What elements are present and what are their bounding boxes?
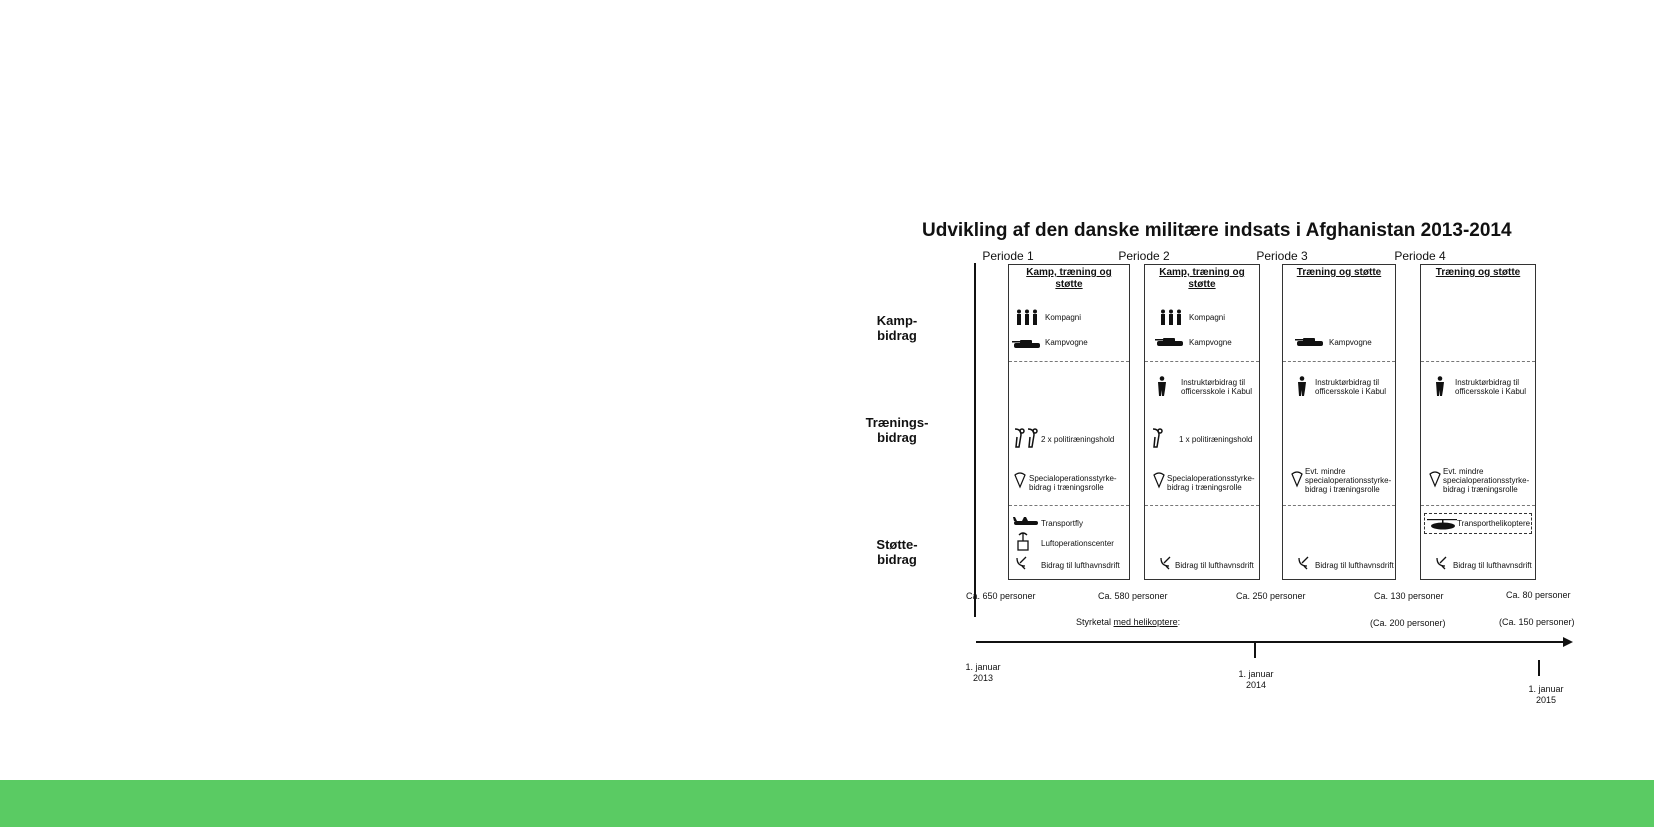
tank-icon — [1295, 334, 1325, 352]
item-helikopter: Transporthelikoptere — [1457, 519, 1531, 528]
section-divider — [1421, 505, 1535, 506]
item-kampvogne: Kampvogne — [1045, 338, 1088, 347]
box-title: Kamp, træning og støtte — [1159, 267, 1245, 290]
item-kompagni: Kompagni — [1045, 313, 1082, 322]
special-forces-icon — [1291, 471, 1303, 492]
item-politi: 1 x politiræningshold — [1179, 435, 1253, 444]
item-lufthavn: Bidrag til lufthavnsdrift — [1453, 561, 1532, 570]
tank-icon — [1155, 334, 1185, 352]
period-box-1: Kamp, træning og støtte Kompagni Kampvog… — [1008, 264, 1130, 580]
period-header-1: Periode 1 — [982, 249, 1034, 263]
item-politi: 2 x politiræningshold — [1041, 435, 1115, 444]
police-trainer-icon — [1013, 427, 1041, 454]
helicopter-count: (Ca. 200 personer) — [1370, 618, 1446, 628]
soldiers-icon — [1015, 309, 1039, 330]
period-header-3: Periode 3 — [1256, 249, 1308, 263]
period-box-4: Træning og støtte Instruktørbidrag til o… — [1420, 264, 1536, 580]
row-label-stotte: Støtte- bidrag — [876, 537, 918, 567]
helicopter-frame: Transporthelikoptere — [1424, 513, 1532, 534]
box-title: Træning og støtte — [1296, 267, 1382, 278]
item-kampvogne: Kampvogne — [1329, 338, 1372, 347]
item-lufthavn: Bidrag til lufthavnsdrift — [1175, 561, 1254, 570]
period-box-2: Kamp, træning og støtte Kompagni Kampvog… — [1144, 264, 1260, 580]
item-transportfly: Transportfly — [1041, 519, 1083, 528]
soldiers-icon — [1159, 309, 1183, 330]
instructor-icon — [1297, 376, 1307, 401]
section-divider — [1283, 361, 1395, 362]
diagram-figure: Udvikling af den danske militære indsats… — [866, 200, 1600, 760]
period-header-4: Periode 4 — [1394, 249, 1446, 263]
personnel-count: Ca. 650 personer — [966, 591, 1036, 601]
personnel-count: Ca. 250 personer — [1236, 591, 1306, 601]
section-divider — [1145, 505, 1259, 506]
instructor-icon — [1157, 376, 1167, 401]
special-forces-icon — [1014, 472, 1026, 493]
section-divider — [1421, 361, 1535, 362]
period-header-2: Periode 2 — [1118, 249, 1170, 263]
timeline-date-2013: 1. januar 2013 — [965, 662, 1001, 683]
timeline-axis — [976, 637, 1573, 676]
timeline-date-2015: 1. januar 2015 — [1528, 684, 1564, 705]
personnel-count: Ca. 580 personer — [1098, 591, 1168, 601]
item-lufthavn: Bidrag til lufthavnsdrift — [1315, 561, 1394, 570]
item-kampvogne: Kampvogne — [1189, 338, 1232, 347]
diagram-title: Udvikling af den danske militære indsats… — [922, 220, 1512, 241]
instructor-icon — [1435, 376, 1445, 401]
box-title: Kamp, træning og støtte — [1026, 267, 1112, 290]
item-spec: Specialoperationsstyrke- bidrag i trænin… — [1167, 474, 1255, 492]
tank-icon — [1012, 336, 1042, 354]
helicopter-count: (Ca. 150 personer) — [1499, 617, 1575, 627]
footer-bar — [0, 780, 1654, 827]
item-instruktor: Instruktørbidrag til officersskole i Kab… — [1181, 378, 1252, 396]
transport-plane-icon — [1012, 515, 1040, 533]
section-divider — [1009, 361, 1129, 362]
item-spec: Evt. mindre specialoperationsstyrke- bid… — [1443, 467, 1530, 494]
radar-dish-icon — [1015, 556, 1029, 575]
section-divider — [1009, 505, 1129, 506]
period-box-3: Træning og støtte Kampvogne Instruktørbi… — [1282, 264, 1396, 580]
section-divider — [1283, 505, 1395, 506]
radar-dish-icon — [1159, 556, 1173, 575]
personnel-count: Ca. 130 personer — [1374, 591, 1444, 601]
item-instruktor: Instruktørbidrag til officersskole i Kab… — [1315, 378, 1386, 396]
item-spec: Specialoperationsstyrke- bidrag i trænin… — [1029, 474, 1117, 492]
helicopter-icon — [1427, 517, 1457, 535]
radar-dish-icon — [1297, 556, 1311, 575]
item-spec: Evt. mindre specialoperationsstyrke- bid… — [1305, 467, 1392, 494]
personnel-count: Ca. 80 personer — [1506, 590, 1571, 600]
special-forces-icon — [1153, 472, 1165, 493]
vertical-axis — [974, 263, 976, 617]
air-operations-center-icon — [1015, 531, 1031, 556]
helicopter-note: Styrketal med helikoptere: — [1076, 617, 1181, 627]
section-divider — [1145, 361, 1259, 362]
special-forces-icon — [1429, 471, 1441, 492]
police-trainer-icon — [1151, 427, 1167, 454]
row-label-kamp: Kamp- bidrag — [876, 313, 918, 343]
item-luftop: Luftoperationscenter — [1041, 539, 1114, 548]
item-instruktor: Instruktørbidrag til officersskole i Kab… — [1455, 378, 1526, 396]
item-lufthavn: Bidrag til lufthavnsdrift — [1041, 561, 1120, 570]
item-kompagni: Kompagni — [1189, 313, 1226, 322]
radar-dish-icon — [1435, 556, 1449, 575]
timeline-date-2014: 1. januar 2014 — [1238, 669, 1274, 690]
row-label-traening: Trænings- bidrag — [865, 415, 929, 445]
box-title: Træning og støtte — [1435, 267, 1521, 278]
